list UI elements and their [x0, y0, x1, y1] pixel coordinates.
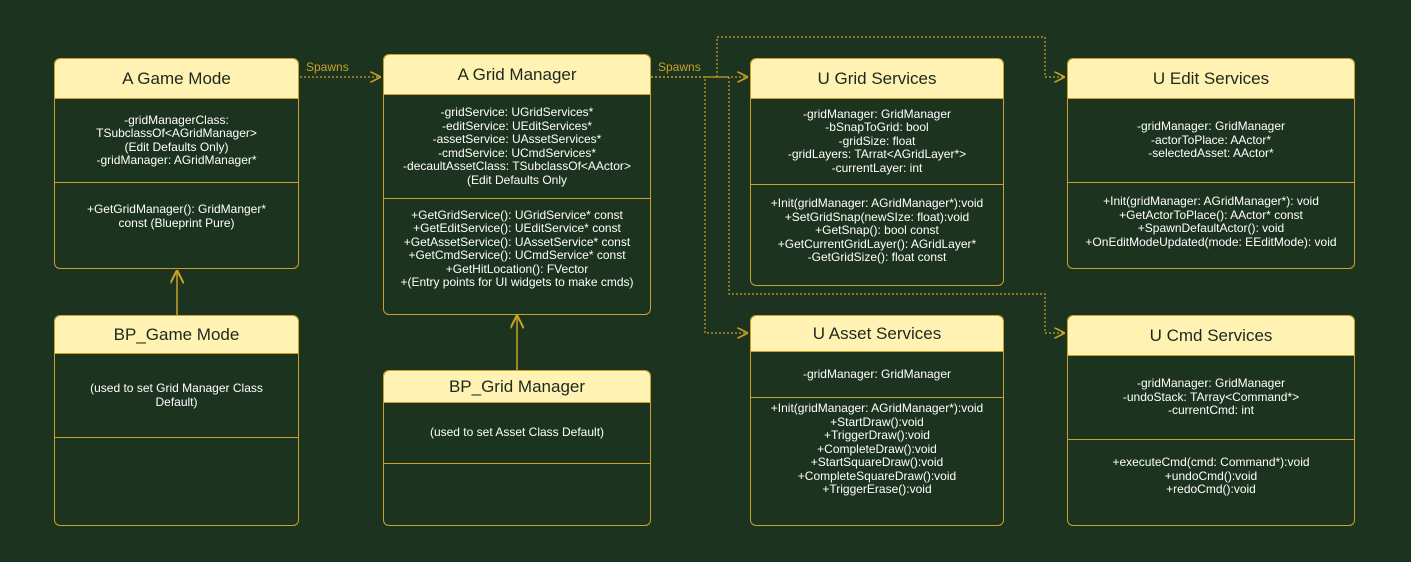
member-line: const (Blueprint Pure): [118, 215, 235, 230]
member-line: -gridService: UGridServices*: [440, 105, 594, 119]
member-line: +GetSnap(): bool const: [815, 223, 939, 237]
member-line: (used to set Grid Manager Class: [90, 381, 263, 395]
class-box-bp-grid-manager[interactable]: BP_Grid Manager (used to set Asset Class…: [383, 370, 651, 526]
member-line: -currentCmd: int: [1167, 403, 1255, 418]
methods-section: +Init(gridManager: AGridManager*):void+S…: [751, 398, 1003, 524]
member-line: +SpawnDefaultActor(): void: [1137, 221, 1285, 235]
class-title: A Game Mode: [55, 59, 298, 99]
member-line: -cmdService: UCmdServices*: [437, 145, 597, 160]
member-line: +GetActorToPlace(): AActor* const: [1119, 207, 1303, 222]
member-line: +GetAssetService(): UAssetService* const: [403, 234, 631, 249]
member-line: -gridManager: GridManager: [802, 106, 952, 121]
member-line: -assetService: UAssetServices*: [432, 132, 602, 146]
member-line: Default): [155, 394, 198, 409]
class-box-u-cmd-services[interactable]: U Cmd Services -gridManager: GridManager…: [1067, 315, 1355, 526]
member-line: -gridLayers: TArrat<AGridLayer*>: [787, 147, 967, 162]
member-line: -gridManager: GridManager: [1136, 376, 1286, 391]
attributes-section: -gridService: UGridServices*-editService…: [384, 95, 650, 199]
member-line: +TriggerDraw():void: [824, 428, 930, 442]
member-line: +SetGridSnap(newSIze: float):void: [784, 209, 970, 224]
class-title: U Edit Services: [1068, 59, 1354, 99]
methods-section: +Init(gridManager: AGridManager*): void+…: [1068, 183, 1354, 267]
empty-section: [55, 438, 298, 524]
class-box-u-grid-services[interactable]: U Grid Services -gridManager: GridManage…: [750, 58, 1004, 286]
member-line: +Init(gridManager: AGridManager*):void: [770, 401, 984, 415]
edge-gridmanager-to-editservices: [705, 36, 1065, 77]
member-line: -gridSize: float: [838, 133, 916, 148]
member-line: +CompleteDraw():void: [817, 441, 937, 456]
member-line: -gridManager: GridManager: [802, 366, 952, 381]
member-line: -actorToPlace: AActor*: [1150, 132, 1272, 147]
member-line: +redoCmd():void: [1166, 482, 1256, 496]
class-title: U Asset Services: [751, 316, 1003, 352]
attributes-section: -gridManager: GridManager-bSnapToGrid: b…: [751, 99, 1003, 185]
member-line: +GetEditService(): UEditService* const: [413, 221, 621, 235]
member-line: -bSnapToGrid: bool: [825, 120, 929, 135]
member-line: +GetGridManager(): GridManger*: [86, 202, 267, 216]
class-box-bp-game-mode[interactable]: BP_Game Mode (used to set Grid Manager C…: [54, 315, 299, 526]
member-line: -undoStack: TArray<Command*>: [1122, 389, 1300, 404]
member-line: +TriggerErase():void: [822, 482, 932, 496]
class-title: BP_Grid Manager: [384, 371, 650, 403]
methods-section: +executeCmd(cmd: Command*):void+undoCmd(…: [1068, 440, 1354, 524]
member-line: +executeCmd(cmd: Command*):void: [1112, 455, 1310, 469]
member-line: TSubclassOf<AGridManager>: [96, 126, 257, 140]
member-line: (used to set Asset Class Default): [429, 425, 605, 440]
member-line: -gridManager: GridManager: [1136, 119, 1286, 134]
member-line: -decaultAssetClass: TSubclassOf<AActor>: [403, 159, 631, 173]
member-line: +GetCmdService(): UCmdService* const: [408, 248, 626, 262]
member-line: +Init(gridManager: AGridManager*): void: [1103, 194, 1319, 208]
edge-gridmanager-to-cmdservices: [717, 76, 1065, 333]
class-title: BP_Game Mode: [55, 316, 298, 354]
member-line: -currentLayer: int: [831, 160, 923, 175]
class-box-a-game-mode[interactable]: A Game Mode -gridManagerClass:TSubclassO…: [54, 58, 299, 269]
class-title: A Grid Manager: [384, 55, 650, 95]
member-line: -editService: UEditServices*: [441, 118, 593, 133]
attributes-section: -gridManagerClass:TSubclassOf<AGridManag…: [55, 99, 298, 183]
member-line: -GetGridSize(): float const: [807, 250, 947, 264]
member-line: +GetCurrentGridLayer(): AGridLayer*: [777, 236, 977, 251]
methods-section: +GetGridService(): UGridService* const+G…: [384, 199, 650, 299]
attributes-section: -gridManager: GridManager-undoStack: TAr…: [1068, 356, 1354, 440]
member-line: (Edit Defaults Only: [466, 172, 568, 187]
methods-section: +Init(gridManager: AGridManager*):void+S…: [751, 185, 1003, 281]
attributes-section: -gridManager: GridManager-actorToPlace: …: [1068, 99, 1354, 183]
attributes-section: -gridManager: GridManager: [751, 352, 1003, 398]
member-line: +StartSquareDraw():void: [810, 455, 944, 469]
edge-label-spawns: Spawns: [306, 60, 349, 74]
member-line: +Init(gridManager: AGridManager*):void: [770, 196, 984, 210]
body-section: (used to set Asset Class Default): [384, 403, 650, 464]
edge-label-spawns: Spawns: [658, 60, 701, 74]
member-line: +OnEditModeUpdated(mode: EEditMode): voi…: [1085, 234, 1337, 249]
member-line: +CompleteSquareDraw():void: [797, 468, 957, 483]
class-box-u-asset-services[interactable]: U Asset Services -gridManager: GridManag…: [750, 315, 1004, 526]
member-line: +(Entry points for UI widgets to make cm…: [400, 275, 634, 289]
member-line: +GetHitLocation(): FVector: [445, 261, 589, 276]
member-line: (Edit Defaults Only): [124, 139, 229, 154]
member-line: +StartDraw():void: [830, 414, 924, 429]
class-title: U Grid Services: [751, 59, 1003, 99]
member-line: -gridManager: AGridManager*: [96, 153, 257, 167]
member-line: +GetGridService(): UGridService* const: [411, 207, 623, 222]
edge-gridmanager-to-assetservices: [651, 76, 748, 333]
class-box-u-edit-services[interactable]: U Edit Services -gridManager: GridManage…: [1067, 58, 1355, 269]
class-box-a-grid-manager[interactable]: A Grid Manager -gridService: UGridServic…: [383, 54, 651, 315]
member-line: -selectedAsset: AActor*: [1148, 146, 1274, 161]
member-line: +undoCmd():void: [1164, 468, 1258, 483]
methods-section: +GetGridManager(): GridManger*const (Blu…: [55, 183, 298, 253]
member-line: -gridManagerClass:: [124, 112, 229, 127]
class-title: U Cmd Services: [1068, 316, 1354, 356]
empty-section: [384, 464, 650, 524]
